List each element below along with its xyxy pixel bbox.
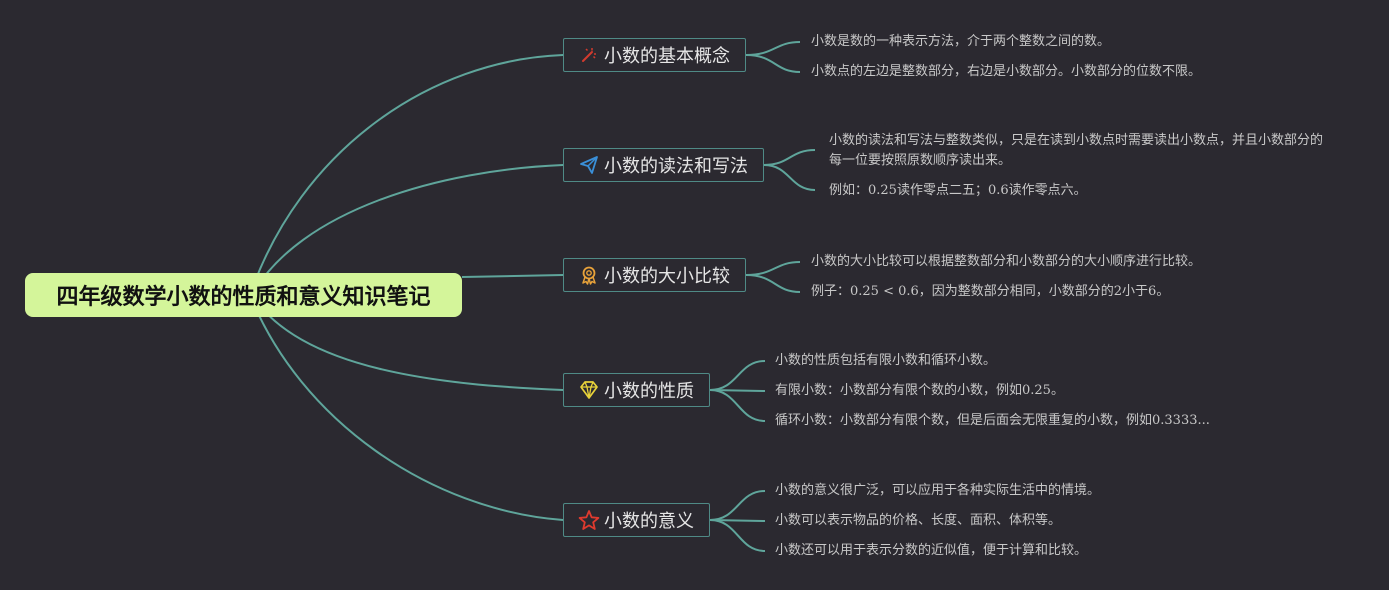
topic-label: 小数的读法和写法 — [604, 156, 748, 177]
leaf-text: 例子：0.25 < 0.6，因为整数部分相同，小数部分的2小于6。 — [811, 284, 1170, 299]
connector-topic-2-leaf-1 — [763, 149, 816, 166]
connector-topic-5-leaf-2 — [709, 519, 766, 522]
connector-topic-3-leaf-2 — [745, 274, 801, 293]
connector-topic-4-leaf-1 — [709, 360, 766, 391]
leaf-text: 小数的性质包括有限小数和循环小数。 — [775, 353, 997, 368]
connector-root-topic-4 — [251, 294, 564, 391]
connector-topic-1-leaf-1 — [745, 41, 801, 56]
topic-meaning[interactable]: 小数的意义 — [563, 503, 710, 537]
topic-label: 小数的性质 — [604, 381, 694, 402]
topic-size-comparison[interactable]: 小数的大小比较 — [563, 258, 746, 292]
topic-label: 小数的基本概念 — [604, 46, 730, 67]
topic-reading-writing[interactable]: 小数的读法和写法 — [563, 148, 764, 182]
leaf-text: 小数的大小比较可以根据整数部分和小数部分的大小顺序进行比较。 — [811, 254, 1202, 269]
leaf-text: 循环小数：小数部分有限个数，但是后面会无限重复的小数，例如0.3333... — [775, 413, 1210, 428]
leaf-text: 小数点的左边是整数部分，右边是小数部分。小数部分的位数不限。 — [811, 64, 1202, 79]
leaf-text: 小数的读法和写法与整数类似，只是在读到小数点时需要读出小数点，并且小数部分的每一… — [829, 133, 1324, 168]
root-topic[interactable]: 四年级数学小数的性质和意义知识笔记 — [25, 273, 462, 317]
leaf-text: 小数是数的一种表示方法，介于两个整数之间的数。 — [811, 34, 1111, 49]
connector-topic-4-leaf-3 — [709, 389, 766, 422]
leaf-text: 有限小数：小数部分有限个数的小数，例如0.25。 — [775, 383, 1064, 398]
wand-icon — [578, 44, 600, 66]
star-icon — [578, 509, 600, 531]
leaf-text: 小数还可以用于表示分数的近似值，便于计算和比较。 — [775, 543, 1088, 558]
connector-topic-5-leaf-1 — [709, 490, 766, 521]
connector-topic-4-leaf-2 — [709, 389, 766, 392]
leaf-text: 例如：0.25读作零点二五；0.6读作零点六。 — [829, 183, 1087, 198]
connector-root-topic-1 — [249, 54, 564, 296]
topic-label: 小数的意义 — [604, 511, 694, 532]
diamond-icon — [578, 379, 600, 401]
connector-topic-2-leaf-2 — [763, 164, 816, 191]
connector-topic-3-leaf-1 — [745, 261, 801, 276]
award-ribbon-icon — [578, 264, 600, 286]
connector-root-topic-3 — [461, 274, 564, 278]
connector-topic-5-leaf-3 — [709, 519, 766, 552]
connector-topic-1-leaf-2 — [745, 54, 801, 73]
leaf-text: 小数的意义很广泛，可以应用于各种实际生活中的情境。 — [775, 483, 1101, 498]
topic-label: 小数的大小比较 — [604, 266, 730, 287]
topic-basic-concept[interactable]: 小数的基本概念 — [563, 38, 746, 72]
connector-root-topic-2 — [251, 164, 564, 296]
paper-plane-icon — [578, 154, 600, 176]
connector-root-topic-5 — [249, 294, 564, 521]
leaf-text: 小数可以表示物品的价格、长度、面积、体积等。 — [775, 513, 1062, 528]
topic-properties[interactable]: 小数的性质 — [563, 373, 710, 407]
